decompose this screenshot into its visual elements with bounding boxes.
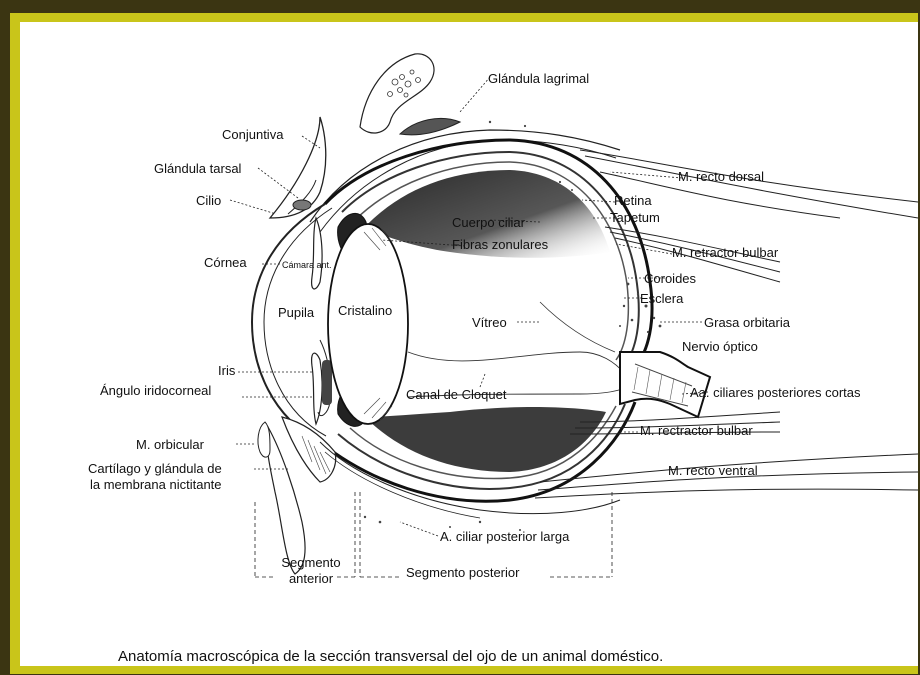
- label-conjuntiva: Conjuntiva: [222, 128, 283, 142]
- label-glandula-tarsal: Glándula tarsal: [154, 162, 241, 176]
- label-cornea: Córnea: [204, 256, 247, 270]
- label-cartilago-2: la membrana nictitante: [90, 478, 222, 492]
- label-nervio-optico: Nervio óptico: [682, 340, 758, 354]
- label-segmento-anterior-1: Segmento: [276, 556, 346, 570]
- label-grasa-orbitaria: Grasa orbitaria: [704, 316, 790, 330]
- label-tapetum: Tapetum: [610, 211, 660, 225]
- label-coroides: Coroides: [644, 272, 696, 286]
- iris-upper: [312, 218, 322, 289]
- label-aa-ciliares: Aa. ciliares posteriores cortas: [690, 386, 861, 400]
- label-cartilago-1: Cartílago y glándula de: [88, 462, 222, 476]
- label-m-retractor-bulbar: M. retractor bulbar: [672, 246, 778, 260]
- label-segmento-anterior-2: anterior: [276, 572, 346, 586]
- label-esclera: Esclera: [640, 292, 683, 306]
- vitreous-shading-lower: [365, 407, 606, 472]
- lens: [328, 224, 408, 424]
- iris-lower: [312, 353, 322, 424]
- label-m-rectractor-bulbar: M. rectractor bulbar: [640, 424, 753, 438]
- orbicularis-muscle: [258, 422, 270, 457]
- iris-pigment-lower: [322, 360, 332, 405]
- label-pupila: Pupila: [278, 306, 314, 320]
- label-angulo-iridocorneal: Ángulo iridocorneal: [100, 384, 211, 398]
- label-canal-cloquet: Canal de Cloquet: [406, 388, 506, 402]
- label-cilio: Cilio: [196, 194, 221, 208]
- label-iris: Iris: [218, 364, 235, 378]
- label-m-recto-dorsal: M. recto dorsal: [678, 170, 764, 184]
- label-m-orbicular: M. orbicular: [136, 438, 204, 452]
- label-cuerpo-ciliar: Cuerpo ciliar: [452, 216, 525, 230]
- label-a-ciliar-larga: A. ciliar posterior larga: [440, 530, 569, 544]
- figure-caption: Anatomía macroscópica de la sección tran…: [118, 648, 663, 665]
- label-glandula-lagrimal: Glándula lagrimal: [488, 72, 589, 86]
- label-retina: Retina: [614, 194, 652, 208]
- figure-paper: Glándula lagrimal Conjuntiva Glándula ta…: [20, 22, 918, 666]
- label-camara-ant: Cámara ant.: [282, 260, 318, 270]
- tarsal-gland: [293, 200, 311, 210]
- label-m-recto-ventral: M. recto ventral: [668, 464, 758, 478]
- label-segmento-posterior: Segmento posterior: [406, 566, 519, 580]
- label-cristalino: Cristalino: [338, 304, 392, 318]
- label-vitreo: Vítreo: [472, 316, 507, 330]
- label-fibras-zonulares: Fibras zonulares: [452, 238, 548, 252]
